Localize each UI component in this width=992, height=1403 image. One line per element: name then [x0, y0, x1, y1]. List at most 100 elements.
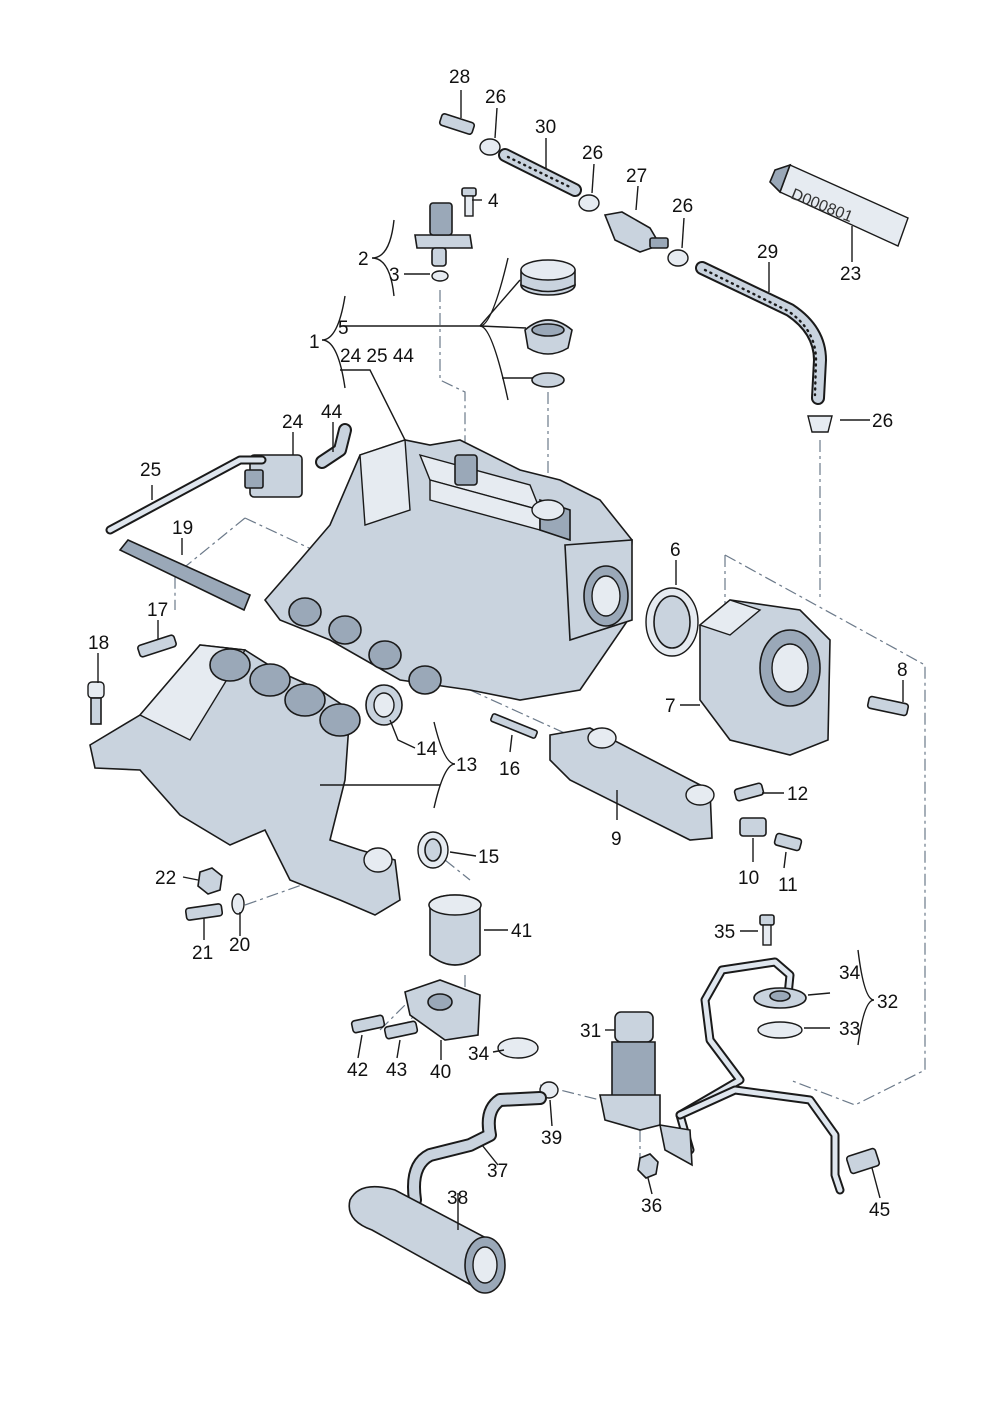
callout-15: 15 — [478, 847, 499, 868]
bracket-9 — [549, 727, 715, 841]
callout-42: 42 — [347, 1060, 368, 1081]
callout-26: 26 — [872, 411, 893, 432]
callout-27: 27 — [626, 166, 647, 187]
callout-7: 7 — [665, 696, 676, 717]
callout-26: 26 — [582, 143, 603, 164]
hose-44 — [315, 423, 352, 469]
callout-20: 20 — [229, 935, 250, 956]
callout-44: 44 — [321, 402, 343, 423]
callout-32: 32 — [877, 992, 898, 1013]
group-brackets — [321, 219, 875, 1046]
solenoid-valve-24 — [244, 454, 303, 498]
sensor-45 — [845, 1147, 881, 1175]
callout-1: 1 — [309, 332, 320, 353]
callout-23: 23 — [840, 264, 861, 285]
callout-35: 35 — [714, 922, 735, 943]
callout-9: 9 — [611, 829, 622, 850]
hose-clamp-26-d — [807, 415, 833, 433]
o-ring-3 — [431, 270, 449, 282]
callout-14: 14 — [416, 739, 438, 760]
callout-36: 36 — [641, 1196, 662, 1217]
callout-31: 31 — [580, 1021, 601, 1042]
cap-5 — [520, 259, 576, 388]
clip-10 — [739, 817, 767, 837]
bolt-42 — [350, 1014, 386, 1034]
callout-5: 5 — [338, 318, 349, 339]
callout-39: 39 — [541, 1128, 562, 1149]
bolt-43 — [383, 1020, 419, 1040]
bolt-17 — [137, 634, 177, 658]
valve-27 — [603, 211, 669, 253]
callout-24-25-44: 24 25 44 — [340, 346, 414, 367]
callout-6: 6 — [670, 540, 681, 561]
bolt-28 — [438, 113, 476, 135]
damper-41 — [428, 894, 482, 966]
gasket-strip-19 — [118, 539, 252, 612]
nut-36 — [637, 1153, 659, 1179]
sensor-2 — [414, 202, 473, 267]
callout-11: 11 — [778, 875, 798, 896]
callout-19: 19 — [172, 518, 193, 539]
lower-manifold-13 — [89, 644, 401, 916]
flange-34-upper — [753, 987, 807, 1009]
pipe-38 — [348, 1185, 506, 1294]
callout-labels: 28 26 30 26 27 26 4 2 3 29 23 1 5 24 25 … — [88, 67, 908, 1221]
bolt-11 — [773, 832, 803, 852]
hose-clamp-26-a — [479, 138, 501, 156]
bolt-21 — [184, 903, 224, 921]
bolt-4 — [461, 187, 477, 217]
hose-37 — [407, 1091, 547, 1207]
gasket-14 — [365, 684, 403, 726]
gasket-15 — [417, 831, 449, 869]
callout-3: 3 — [389, 265, 400, 286]
callout-10: 10 — [738, 868, 759, 889]
egr-valve-31 — [599, 1011, 661, 1131]
bolt-16 — [490, 713, 538, 739]
gasket-33 — [757, 1021, 803, 1039]
callout-28: 28 — [449, 67, 470, 88]
hose-clamp-26-c — [667, 249, 689, 267]
bolt-12 — [733, 782, 765, 802]
egr-pipe-32 — [658, 957, 845, 1195]
nut-22 — [197, 867, 223, 895]
callout-25: 25 — [140, 460, 161, 481]
throttle-body-7 — [698, 599, 831, 756]
hose-30 — [498, 148, 582, 197]
callout-30: 30 — [535, 117, 556, 138]
vacuum-line-25 — [105, 455, 267, 535]
callout-26: 26 — [672, 196, 693, 217]
sealant-tube-23: D000801 — [769, 163, 909, 247]
callout-24: 24 — [282, 412, 304, 433]
callout-2: 2 — [358, 249, 369, 270]
callout-45: 45 — [869, 1200, 890, 1221]
callout-8: 8 — [897, 660, 908, 681]
callout-18: 18 — [88, 633, 109, 654]
intake-manifold-1 — [263, 439, 633, 701]
callout-34: 34 — [839, 963, 861, 984]
callout-4: 4 — [488, 191, 499, 212]
hose-29 — [695, 261, 827, 405]
callout-38: 38 — [447, 1188, 468, 1209]
callout-17: 17 — [147, 600, 168, 621]
callout-33: 33 — [839, 1019, 860, 1040]
callout-34: 34 — [468, 1044, 490, 1065]
washer-20 — [231, 893, 245, 915]
callout-29: 29 — [757, 242, 778, 263]
bolt-35 — [759, 914, 775, 946]
callout-21: 21 — [192, 943, 213, 964]
stud-18 — [87, 681, 105, 725]
hose-clamp-26-b — [578, 194, 600, 212]
callout-26: 26 — [485, 87, 506, 108]
callout-12: 12 — [787, 784, 808, 805]
callout-22: 22 — [155, 868, 176, 889]
callout-40: 40 — [430, 1062, 451, 1083]
callout-13: 13 — [456, 755, 477, 776]
flange-40 — [404, 979, 481, 1041]
bolt-8 — [866, 695, 910, 717]
callout-16: 16 — [499, 759, 520, 780]
gasket-6 — [645, 587, 699, 657]
callout-41: 41 — [511, 921, 532, 942]
gasket-34-lower — [497, 1037, 539, 1059]
callout-43: 43 — [386, 1060, 407, 1081]
